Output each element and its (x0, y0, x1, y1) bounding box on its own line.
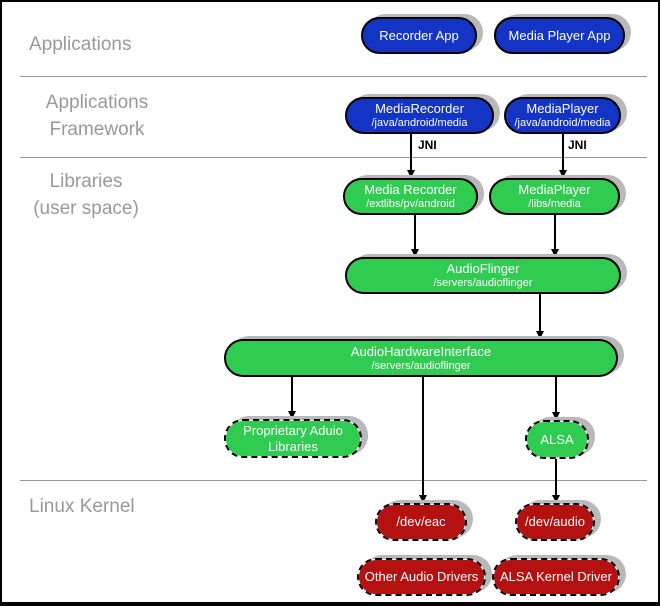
layer-label-libraries: Libraries (user space) (33, 171, 139, 219)
layer-label-linux-kernel: Linux Kernel (29, 496, 135, 517)
node-other-audio-drivers: Other Audio Drivers (357, 558, 486, 596)
node-mediaplayer-lib: MediaPlayer /libs/media (489, 178, 620, 215)
arrow-ahi-alsa (551, 377, 561, 420)
node-alsa-kernel-driver: ALSA Kernel Driver (492, 558, 620, 596)
arrow-alsa-dev-audio (551, 459, 561, 503)
node-media-recorder-lib: Media Recorder /extlibs/pv/android (343, 178, 478, 215)
node-mediaplayer-framework: MediaPlayer /java/android/media (504, 97, 621, 134)
jni-label-left: JNI (418, 138, 437, 152)
node-alsa: ALSA (525, 420, 589, 459)
divider-libraries (20, 157, 647, 158)
node-audioflinger: AudioFlinger /servers/audioflinger (345, 257, 621, 294)
divider-applications-framework (20, 76, 647, 77)
divider-linux-kernel (20, 480, 647, 481)
arrow-mediaplayer-jni (558, 134, 568, 178)
node-dev-eac: /dev/eac (375, 503, 467, 541)
arrow-mediarecorder-jni (406, 134, 416, 178)
layer-label-applications: Applications (29, 34, 132, 55)
layer-label-applications-framework: Applications Framework (45, 92, 149, 140)
node-recorder-app: Recorder App (361, 17, 477, 54)
arrow-playerlib-audioflinger (550, 215, 560, 257)
arrow-audioflinger-ahi (535, 294, 545, 339)
node-media-player-app: Media Player App (494, 17, 625, 54)
node-audiohardwareinterface: AudioHardwareInterface /servers/audiofli… (224, 339, 618, 377)
node-proprietary-audio-libraries: Proprietary Aduio Libraries (224, 419, 362, 458)
arrow-recorderlib-audioflinger (410, 215, 420, 257)
arrow-ahi-proprietary (287, 377, 297, 419)
arrow-ahi-dev-eac (418, 377, 428, 503)
jni-label-right: JNI (568, 138, 587, 152)
node-dev-audio: /dev/audio (515, 503, 595, 541)
node-mediarecorder-framework: MediaRecorder /java/android/media (345, 97, 494, 134)
